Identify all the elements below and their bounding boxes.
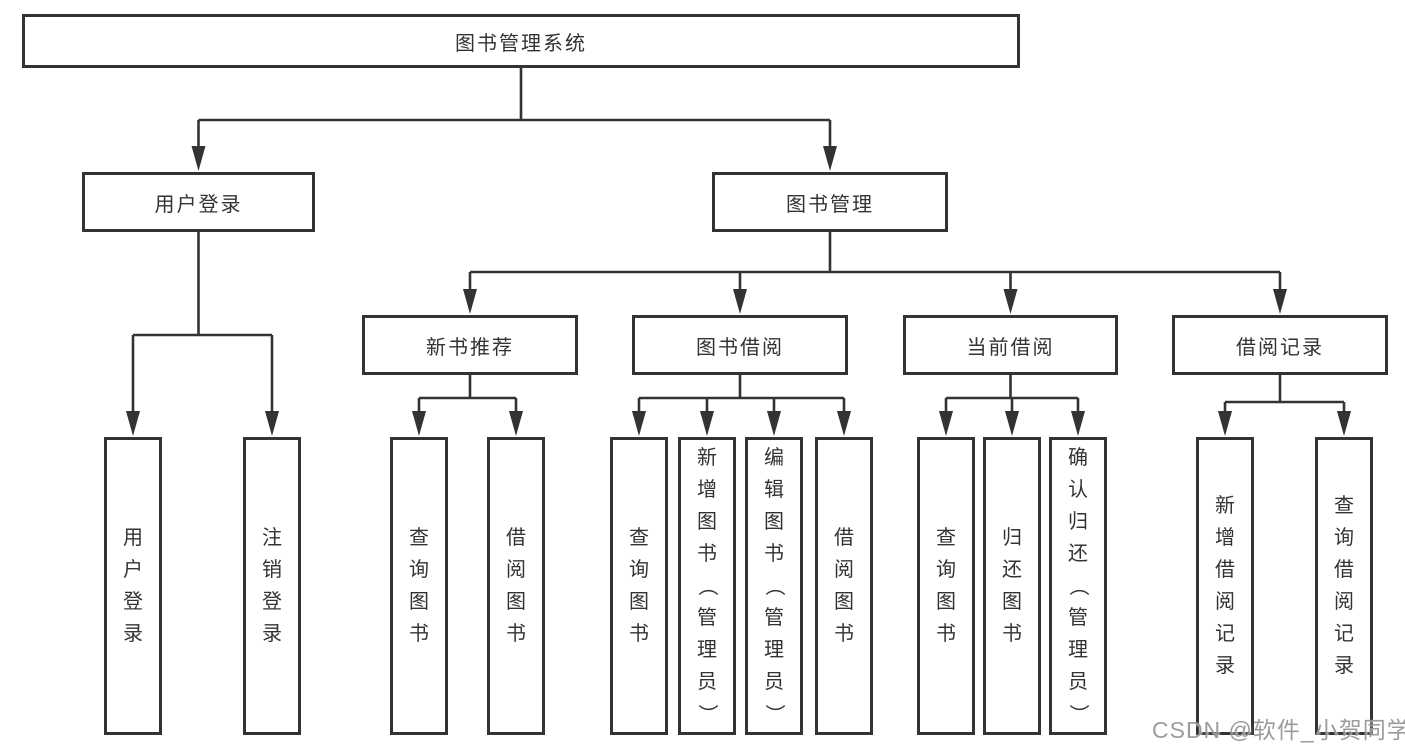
connector-user-login-to-leaves bbox=[131, 232, 274, 414]
node-label: 图书管理 bbox=[786, 193, 874, 216]
node-label: 新书推荐 bbox=[426, 336, 514, 359]
leaf-add-books-admin: 新增图书（管理员） bbox=[678, 437, 736, 735]
node-current-borrowing: 当前借阅 bbox=[903, 315, 1118, 375]
node-label: 借阅图书 bbox=[506, 527, 526, 645]
node-label: 归还图书 bbox=[1002, 527, 1022, 645]
csdn-watermark: CSDN @软件_小贺同学 bbox=[1152, 717, 1405, 743]
leaf-borrow-books: 借阅图书 bbox=[815, 437, 873, 735]
node-borrowing-records: 借阅记录 bbox=[1172, 315, 1388, 375]
leaf-user-login: 用户登录 bbox=[104, 437, 162, 735]
node-label: 查询图书 bbox=[936, 527, 956, 645]
node-label: 新增图书（管理员） bbox=[696, 447, 718, 724]
node-label: 图书借阅 bbox=[696, 336, 784, 359]
node-label: 新增借阅记录 bbox=[1215, 495, 1235, 677]
node-book-borrowing: 图书借阅 bbox=[632, 315, 848, 375]
leaf-query-books-borrow: 查询图书 bbox=[610, 437, 668, 735]
leaf-add-borrow-record: 新增借阅记录 bbox=[1196, 437, 1254, 735]
node-label: 确认归还（管理员） bbox=[1067, 447, 1089, 724]
node-label: 查询图书 bbox=[409, 527, 429, 645]
connector-book-mgmt-to-level3 bbox=[468, 232, 1282, 293]
node-label: 查询图书 bbox=[629, 527, 649, 645]
leaf-confirm-return-admin: 确认归还（管理员） bbox=[1049, 437, 1107, 735]
leaf-query-books-current: 查询图书 bbox=[917, 437, 975, 735]
leaf-query-borrow-record: 查询借阅记录 bbox=[1315, 437, 1373, 735]
connector-root-to-level2 bbox=[197, 68, 832, 150]
node-label: 用户登录 bbox=[123, 527, 143, 645]
node-label: 注销登录 bbox=[262, 527, 282, 645]
connector-current-borrow-to-leaves bbox=[944, 375, 1080, 414]
leaf-edit-books-admin: 编辑图书（管理员） bbox=[745, 437, 803, 735]
node-label: 借阅记录 bbox=[1236, 336, 1324, 359]
leaf-return-books: 归还图书 bbox=[983, 437, 1041, 735]
node-new-book-recommendation: 新书推荐 bbox=[362, 315, 578, 375]
node-book-management: 图书管理 bbox=[712, 172, 948, 232]
node-library-management-system: 图书管理系统 bbox=[22, 14, 1020, 68]
node-label: 查询借阅记录 bbox=[1334, 495, 1354, 677]
leaf-logout: 注销登录 bbox=[243, 437, 301, 735]
leaf-borrow-books-recommend: 借阅图书 bbox=[487, 437, 545, 735]
connector-book-borrow-to-leaves bbox=[637, 375, 846, 414]
node-label: 图书管理系统 bbox=[455, 32, 587, 55]
leaf-query-books-recommend: 查询图书 bbox=[390, 437, 448, 735]
node-user-login: 用户登录 bbox=[82, 172, 315, 232]
node-label: 当前借阅 bbox=[966, 336, 1055, 359]
connector-new-book-to-leaves bbox=[417, 375, 518, 414]
node-label: 用户登录 bbox=[154, 193, 243, 216]
node-label: 编辑图书（管理员） bbox=[763, 447, 785, 724]
connector-borrow-records-to-leaves bbox=[1223, 375, 1346, 414]
node-label: 借阅图书 bbox=[834, 527, 854, 645]
